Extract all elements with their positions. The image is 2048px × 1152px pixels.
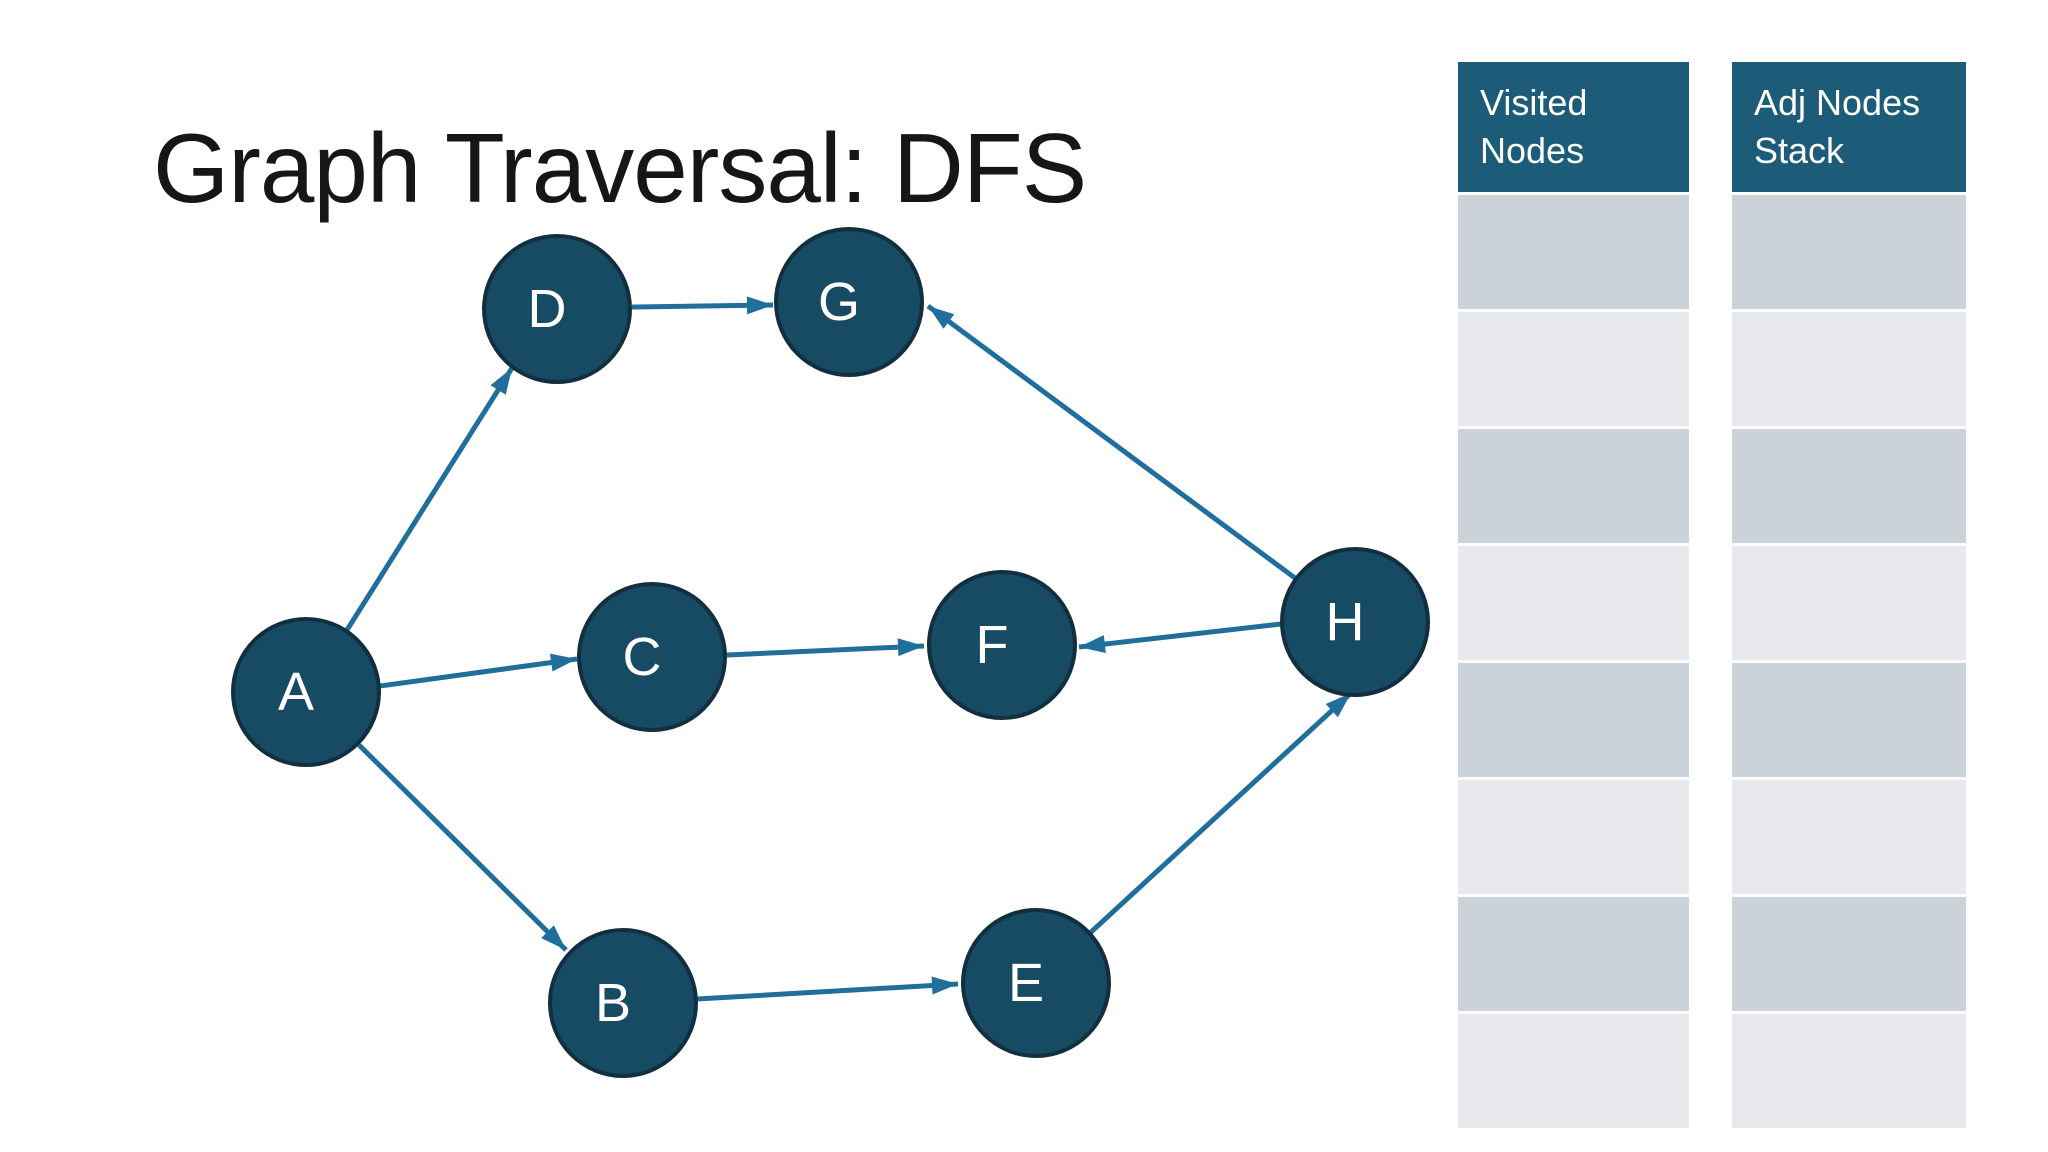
adj-nodes-stack-row-7	[1732, 897, 1966, 1011]
adj-nodes-stack-row-2	[1732, 312, 1966, 426]
node-G: G	[774, 227, 924, 377]
node-circle-B	[548, 928, 698, 1078]
edge-C-F	[726, 638, 925, 658]
adj-nodes-stack-body	[1732, 195, 1966, 1128]
adj-nodes-stack-header: Adj Nodes Stack	[1732, 62, 1966, 192]
visited-nodes-row-2	[1458, 312, 1689, 426]
adj-nodes-stack-row-5	[1732, 663, 1966, 777]
edge-E-H	[1088, 691, 1353, 935]
node-circle-F	[927, 570, 1077, 720]
node-F: F	[927, 570, 1077, 720]
adj-nodes-stack-row-8	[1732, 1014, 1966, 1128]
adj-nodes-stack-row-3	[1732, 429, 1966, 543]
node-label-G: G	[818, 272, 860, 332]
edge-layer	[344, 296, 1353, 1002]
node-label-B: B	[595, 973, 631, 1033]
node-label-A: A	[278, 662, 314, 722]
node-circle-E	[961, 908, 1111, 1058]
node-D: D	[482, 234, 632, 384]
edge-B-E	[696, 976, 959, 1002]
node-H: H	[1280, 547, 1430, 697]
edge-A-B	[357, 743, 568, 952]
node-circle-A	[231, 617, 381, 767]
edge-H-F	[1078, 621, 1282, 654]
adj-nodes-stack-row-4	[1732, 546, 1966, 660]
node-A: A	[231, 617, 381, 767]
node-circle-H	[1280, 547, 1430, 697]
node-B: B	[548, 928, 698, 1078]
node-circle-G	[774, 227, 924, 377]
visited-nodes-header: Visited Nodes	[1458, 62, 1689, 192]
node-circle-C	[577, 582, 727, 732]
visited-nodes-row-5	[1458, 663, 1689, 777]
edge-A-C	[379, 653, 578, 689]
visited-nodes-row-1	[1458, 195, 1689, 309]
node-label-H: H	[1326, 592, 1365, 652]
node-label-E: E	[1008, 953, 1044, 1013]
visited-nodes-table: Visited Nodes	[1458, 62, 1689, 1128]
adj-nodes-stack-row-1	[1732, 195, 1966, 309]
node-circle-D	[482, 234, 632, 384]
visited-nodes-row-3	[1458, 429, 1689, 543]
node-label-C: C	[623, 627, 662, 687]
visited-nodes-row-7	[1458, 897, 1689, 1011]
visited-nodes-row-6	[1458, 780, 1689, 894]
edge-D-G	[631, 296, 774, 315]
node-label-F: F	[976, 615, 1009, 675]
visited-nodes-row-4	[1458, 546, 1689, 660]
visited-nodes-body	[1458, 195, 1689, 1128]
edge-A-D	[344, 366, 515, 632]
node-E: E	[961, 908, 1111, 1058]
node-C: C	[577, 582, 727, 732]
node-label-D: D	[528, 279, 567, 339]
node-layer: A B C D E F G H	[231, 227, 1430, 1078]
page-title: Graph Traversal: DFS	[153, 113, 1087, 223]
edge-H-G	[926, 303, 1297, 581]
adj-nodes-stack-row-6	[1732, 780, 1966, 894]
visited-nodes-row-8	[1458, 1014, 1689, 1128]
adj-nodes-stack-table: Adj Nodes Stack	[1732, 62, 1966, 1128]
